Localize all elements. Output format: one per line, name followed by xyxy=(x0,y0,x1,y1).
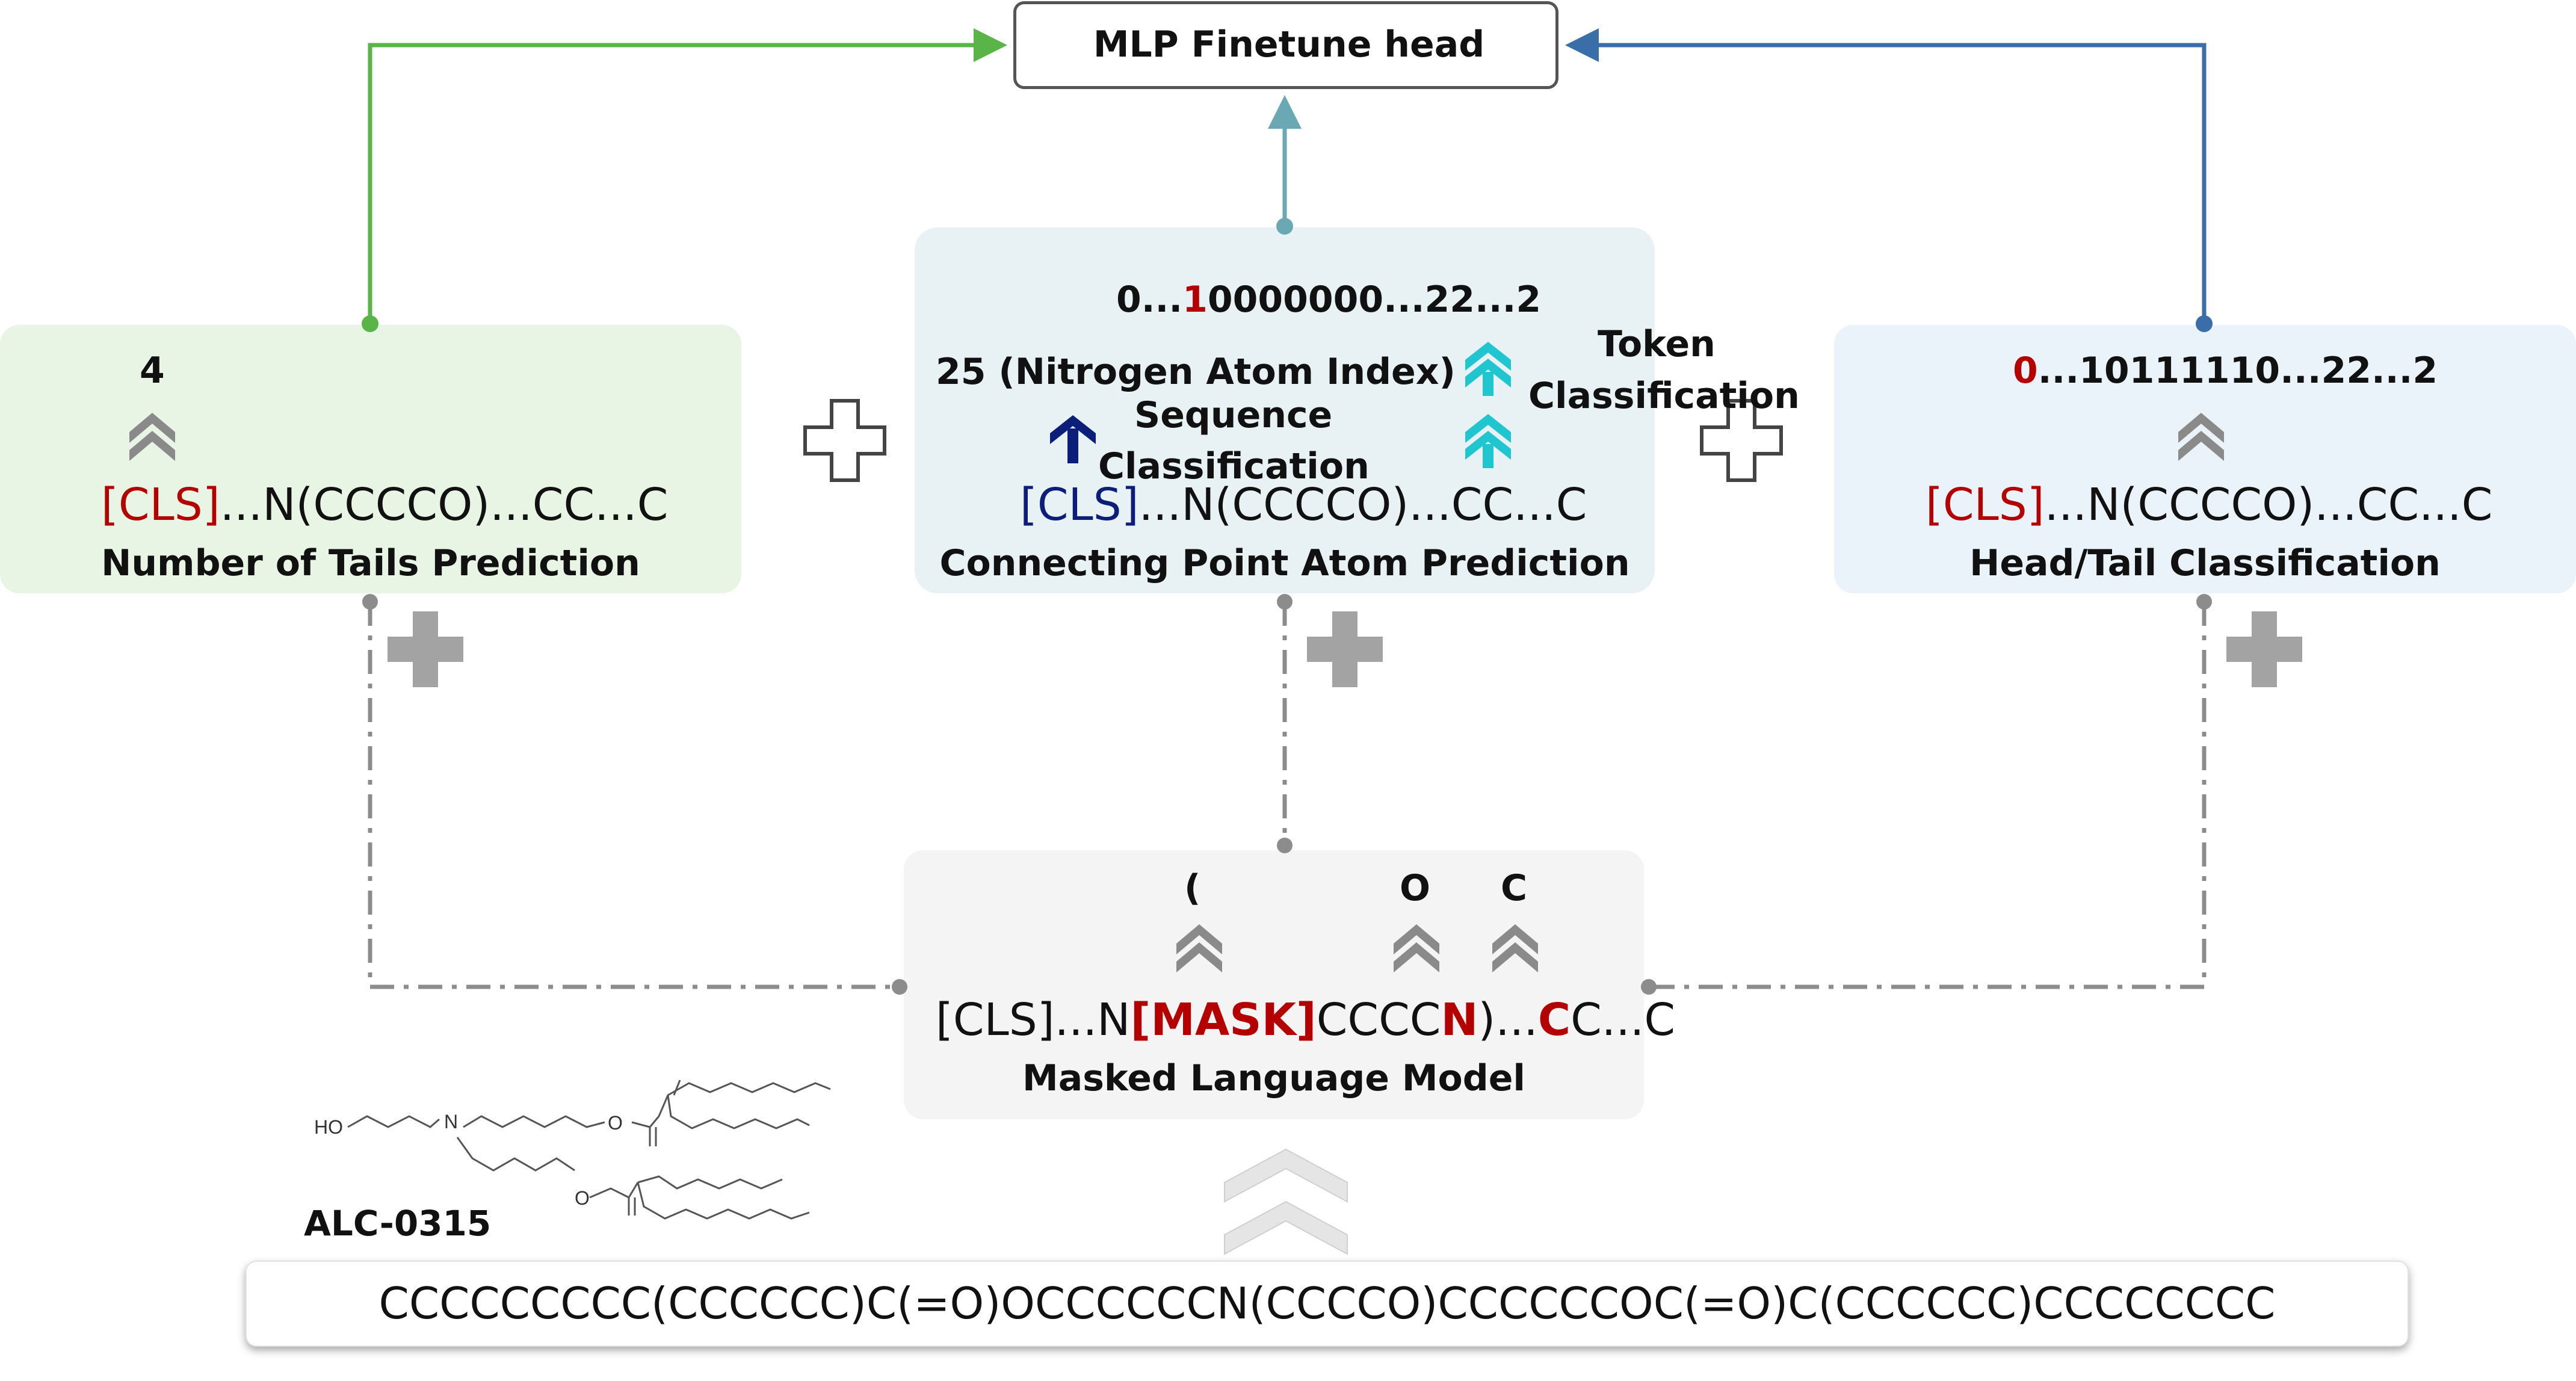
cls-token: [CLS] xyxy=(101,479,220,531)
classification-label: Classification xyxy=(1098,445,1370,487)
output-highlight: 1 xyxy=(1182,279,1208,321)
sequence-rest: ...N(CCCCO)...CC...C xyxy=(220,479,669,531)
smiles-box xyxy=(246,1261,2409,1347)
double-chevron-up-icon xyxy=(1465,342,1511,396)
headtail-box xyxy=(1834,325,2576,593)
mlm-right-connector xyxy=(1641,594,2212,995)
sequence-part: [CLS]...N xyxy=(936,994,1131,1046)
headtail-sequence: [CLS]...N(CCCCO)...CC...C xyxy=(1926,483,2492,527)
mlp-head-box xyxy=(1013,1,1558,89)
smiles-string: CCCCCCCCC(CCCCCC)C(=O)OCCCCCCN(CCCCO)CCC… xyxy=(378,1278,2276,1329)
double-chevron-up-icon xyxy=(129,413,175,461)
sequence-part: C...C xyxy=(1571,994,1676,1046)
output-suffix: ...10111110...22...2 xyxy=(2037,350,2438,392)
mlm-center-connector xyxy=(1277,594,1293,853)
cls-token: [CLS] xyxy=(1926,479,2045,531)
sequence-rest: ...N(CCCCO)...CC...C xyxy=(2044,479,2493,531)
double-chevron-up-icon xyxy=(1465,414,1511,468)
mlm-prediction-c: C xyxy=(1501,867,1528,909)
mlp-head-label: MLP Finetune head xyxy=(1093,23,1485,66)
token-classification-label: Classification xyxy=(1528,375,1800,417)
molecule-atom-ho: HO xyxy=(314,1116,343,1138)
molecule-atom-o: O xyxy=(608,1112,623,1134)
mlm-sequence: [CLS]...N[MASK]CCCCN)...CC...C xyxy=(936,998,1675,1042)
sequence-part: CCCC xyxy=(1316,994,1441,1046)
mask-token: [MASK] xyxy=(1130,994,1317,1046)
teal-connector xyxy=(1268,95,1302,235)
masked-n-token: N xyxy=(1441,994,1478,1046)
token-label: Token xyxy=(1598,323,1716,365)
masked-c-token: C xyxy=(1537,994,1571,1046)
connecting-sequence: [CLS]...N(CCCCO)...CC...C xyxy=(1020,483,1587,527)
tails-label: Number of Tails Prediction xyxy=(101,542,640,584)
double-chevron-up-icon xyxy=(2178,413,2224,461)
cls-token: [CLS] xyxy=(1020,479,1139,531)
molecule-name: ALC-0315 xyxy=(304,1203,492,1244)
headtail-label: Head/Tail Classification xyxy=(1969,542,2441,584)
connecting-output: 0...10000000...22...2 xyxy=(1116,282,1541,318)
molecule-structure xyxy=(347,1080,831,1220)
large-chevron-up-icon xyxy=(1224,1148,1348,1255)
green-connector xyxy=(362,28,1007,332)
mlm-box xyxy=(904,850,1644,1119)
plus-solid-icon xyxy=(388,611,463,687)
plus-outline-icon xyxy=(803,399,886,482)
double-chevron-up-icon xyxy=(1394,924,1439,972)
headtail-output: 0...10111110...22...2 xyxy=(2013,353,2438,389)
blue-connector xyxy=(1565,28,2213,332)
plus-outline-icon xyxy=(1700,399,1783,482)
mlm-left-connector xyxy=(362,594,907,995)
molecule-atom-n: N xyxy=(444,1111,459,1132)
tails-sequence: [CLS]...N(CCCCO)...CC...C xyxy=(101,483,668,527)
mlm-prediction-o: O xyxy=(1400,867,1431,909)
connecting-label: Connecting Point Atom Prediction xyxy=(939,542,1630,584)
connecting-box xyxy=(915,227,1655,593)
sequence-label: Sequence xyxy=(1134,394,1333,436)
molecule-atom-o: O xyxy=(575,1187,590,1209)
plus-solid-icon xyxy=(1307,611,1383,687)
output-highlight: 0 xyxy=(2013,350,2038,392)
double-chevron-up-icon xyxy=(1492,924,1538,972)
nitrogen-index-label: 25 (Nitrogen Atom Index) xyxy=(936,351,1456,393)
tails-output: 4 xyxy=(140,350,165,392)
tails-box xyxy=(0,325,741,593)
output-suffix: 0000000...22...2 xyxy=(1207,279,1542,321)
sequence-rest: ...N(CCCCO)...CC...C xyxy=(1138,479,1587,531)
mlm-label: Masked Language Model xyxy=(1022,1057,1525,1099)
single-chevron-up-icon xyxy=(1050,415,1096,463)
output-prefix: 0... xyxy=(1116,279,1183,321)
plus-solid-icon xyxy=(2226,611,2302,687)
double-chevron-up-icon xyxy=(1176,924,1222,972)
mlm-prediction-paren: ( xyxy=(1184,867,1201,909)
sequence-part: )... xyxy=(1478,994,1538,1046)
